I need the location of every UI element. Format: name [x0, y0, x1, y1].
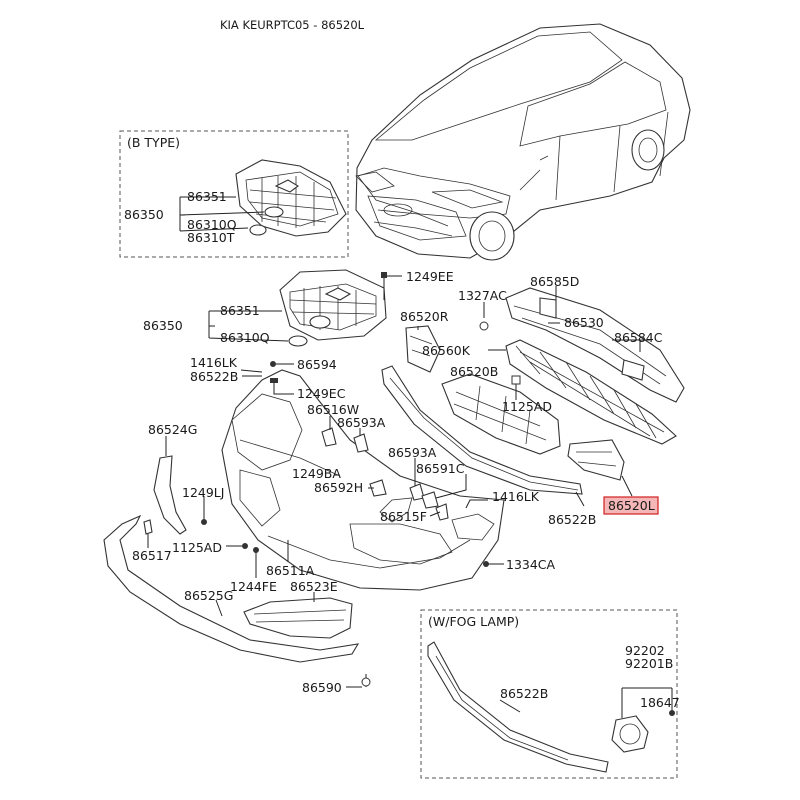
bracket-86591c [421, 491, 439, 509]
label-86522b-a: 86522B [190, 369, 238, 384]
car-illustration [355, 23, 691, 261]
fog-lamp-title: (W/FOG LAMP) [428, 614, 519, 629]
fog-reinforcement-86522b [427, 641, 609, 773]
label-86517: 86517 [132, 548, 172, 563]
label-86351: 86351 [220, 303, 260, 318]
label-1249ba: 1249BA [292, 466, 341, 481]
label-86520l[interactable]: 86520L [608, 498, 655, 513]
emblem-86310q [288, 335, 308, 347]
label-92202: 92202 [625, 643, 665, 658]
label-18647: 18647 [640, 695, 680, 710]
label-92201b: 92201B [625, 656, 673, 671]
garnish-86523e [243, 597, 353, 639]
side-bracket-86524g [153, 455, 187, 535]
label-1249ee: 1249EE [406, 269, 454, 284]
label-1416lk-b: 1416LK [492, 489, 540, 504]
b-type-emblem [264, 206, 284, 218]
label-86511a: 86511A [266, 563, 315, 578]
fog-lamp-group: (W/FOG LAMP) 86522B 92202 92201B 18647 [420, 609, 680, 779]
label-86590: 86590 [302, 680, 342, 695]
label-86585d: 86585D [530, 274, 579, 289]
label-1244fe: 1244FE [230, 579, 277, 594]
b-type-title: (B TYPE) [127, 135, 180, 150]
label-86525g: 86525G [184, 588, 233, 603]
label-1327ac: 1327AC [458, 288, 507, 303]
label-86350: 86350 [143, 318, 183, 333]
label-86592h: 86592H [314, 480, 363, 495]
label-86350-btype: 86350 [124, 207, 164, 222]
lower-grille-86560k [505, 339, 677, 445]
label-86560k: 86560K [422, 343, 471, 358]
label-86584c: 86584C [614, 330, 663, 345]
label-86310q-btype: 86310Q [187, 217, 237, 232]
diagram-title: KIA KEURPTC05 - 86520L [220, 18, 365, 32]
label-86591c: 86591C [416, 461, 465, 476]
bracket-86520l [567, 439, 625, 481]
b-type-grille [235, 159, 347, 237]
label-86524g: 86524G [148, 422, 197, 437]
fog-lamp-box [420, 609, 678, 779]
reinforcement-86522b [381, 365, 583, 495]
b-type-emblem-back [249, 224, 267, 236]
b-type-group: (B TYPE) 86351 86350 86310Q 86310T [119, 130, 349, 258]
main-grille [279, 269, 387, 341]
lower-molding-86525g [103, 514, 360, 663]
label-1125ad-b: 1125AD [172, 540, 222, 555]
label-86310q: 86310Q [220, 330, 270, 345]
highlight-86520l-box[interactable] [603, 496, 659, 515]
label-86522b-c: 86522B [500, 686, 548, 701]
label-1125ad-a: 1125AD [502, 399, 552, 414]
bracket-86593a-a [353, 433, 369, 453]
label-86520r: 86520R [400, 309, 449, 324]
bracket-86515f [435, 503, 449, 521]
bumper-beam [505, 287, 685, 403]
label-1249lj: 1249LJ [182, 485, 224, 500]
front-bumper-cover [221, 369, 505, 591]
bracket-86516w [321, 427, 337, 447]
label-86522b-b: 86522B [548, 512, 596, 527]
label-1416lk-a: 1416LK [190, 355, 238, 370]
label-1334ca: 1334CA [506, 557, 556, 572]
label-86310t-btype: 86310T [187, 230, 235, 245]
label-86593a-b: 86593A [388, 445, 437, 460]
fog-lamp-assy [611, 715, 649, 753]
label-86351-btype: 86351 [187, 189, 227, 204]
label-86523e: 86523E [290, 579, 338, 594]
label-86515f: 86515F [380, 509, 427, 524]
energy-absorber-86520b [441, 373, 561, 455]
bracket-86592h [369, 479, 387, 497]
label-86530: 86530 [564, 315, 604, 330]
label-86594: 86594 [297, 357, 337, 372]
label-86593a-a: 86593A [337, 415, 386, 430]
label-1249ec: 1249EC [297, 386, 346, 401]
b-type-box [119, 130, 349, 258]
label-86520b: 86520B [450, 364, 498, 379]
label-86516w: 86516W [307, 402, 359, 417]
